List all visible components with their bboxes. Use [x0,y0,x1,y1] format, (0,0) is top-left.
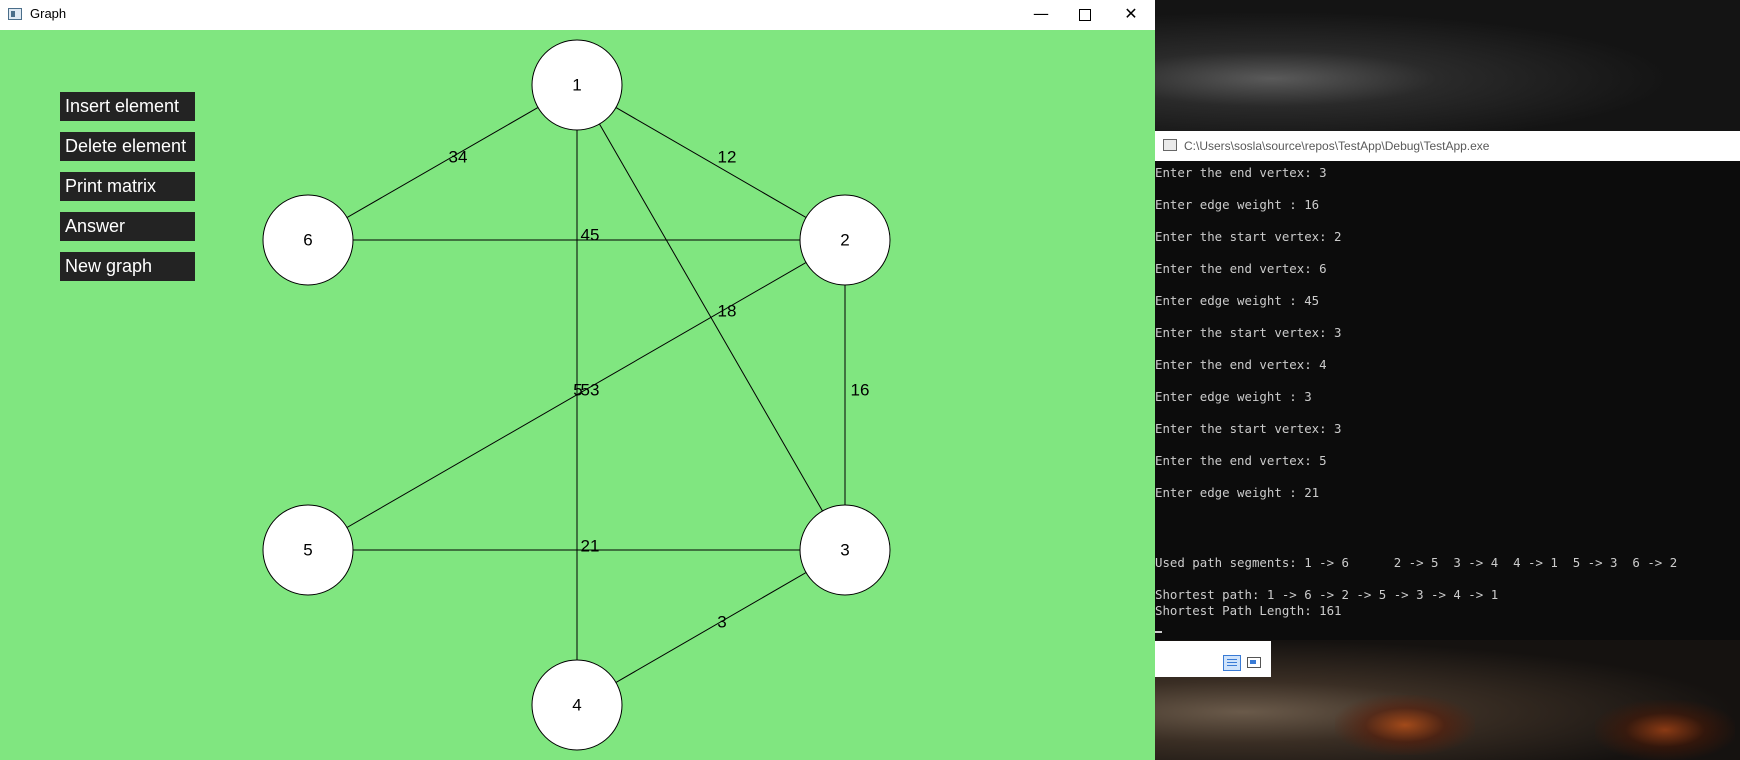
console-titlebar[interactable]: C:\Users\sosla\source\repos\TestApp\Debu… [1155,131,1740,161]
window-title: Graph [30,6,67,21]
edge-weight-label: 53 [581,380,600,399]
text-cursor [1155,631,1162,633]
node-label: 2 [840,230,849,249]
node-label: 3 [840,540,849,559]
edge-weight-label: 5 [573,380,582,399]
delete-element-button[interactable]: Delete element [60,132,195,161]
console-line: Shortest Path Length: 161 [1155,603,1342,618]
graph-node-5[interactable] [262,504,354,596]
desktop-wallpaper-top [1155,0,1740,131]
edge-1-2 [576,84,846,241]
details-view-icon[interactable] [1223,655,1241,671]
graph-node-4[interactable] [531,659,623,751]
edge-2-5 [307,239,846,551]
minimize-button[interactable]: — [1033,4,1049,23]
edge-weight-label: 18 [718,301,737,320]
console-line: Enter the start vertex: 3 [1155,325,1342,340]
console-line: Used path segments: 1 -> 6 2 -> 5 3 -> 4… [1155,555,1678,570]
console-window: C:\Users\sosla\source\repos\TestApp\Debu… [1155,131,1740,640]
console-line: Enter edge weight : 3 [1155,389,1312,404]
graph-node-6[interactable] [262,194,354,286]
graph-node-2[interactable] [799,194,891,286]
edge-weight-label: 16 [851,380,870,399]
print-matrix-button[interactable]: Print matrix [60,172,195,201]
insert-element-button[interactable]: Insert element [60,92,195,121]
edge-1-6 [307,84,578,241]
console-line: Shortest path: 1 -> 6 -> 2 -> 5 -> 3 -> … [1155,587,1499,602]
graph-node-1[interactable] [531,39,623,131]
taskbar-preview [1155,641,1271,677]
edge-weight-label: 3 [717,612,726,631]
answer-button[interactable]: Answer [60,212,195,241]
console-line: Enter edge weight : 21 [1155,485,1320,500]
console-line: Enter the start vertex: 2 [1155,229,1342,244]
close-button[interactable]: ✕ [1124,4,1138,23]
edge-weight-label: 21 [581,536,600,555]
node-label: 5 [303,540,312,559]
maximize-button[interactable] [1062,0,1108,30]
console-title: C:\Users\sosla\source\repos\TestApp\Debu… [1184,139,1490,153]
graph-window: Graph — ✕ Insert element Delete element … [0,0,1155,760]
maximize-icon [1079,9,1091,21]
graph-canvas: Insert element Delete element Print matr… [0,30,1155,760]
console-icon [1163,139,1177,151]
wallpaper-glow [1335,695,1475,755]
new-graph-button[interactable]: New graph [60,252,195,281]
app-icon [8,8,22,20]
console-line: Enter the end vertex: 6 [1155,261,1327,276]
graph-titlebar[interactable]: Graph — ✕ [0,0,1155,30]
wallpaper-glow [1595,700,1735,760]
console-line: Enter the end vertex: 4 [1155,357,1327,372]
console-line: Enter edge weight : 16 [1155,197,1320,212]
preview-view-icon[interactable] [1247,657,1261,668]
console-line: Enter the start vertex: 3 [1155,421,1342,436]
edge-weight-label: 45 [581,225,600,244]
edge-3-4 [576,549,846,706]
console-line: Enter edge weight : 45 [1155,293,1320,308]
node-label: 6 [303,230,312,249]
console-line: Enter the end vertex: 3 [1155,165,1327,180]
graph-node-3[interactable] [799,504,891,596]
edge-weight-label: 34 [449,147,468,166]
console-output[interactable]: Enter the end vertex: 3 Enter edge weight… [1155,161,1740,640]
edge-weight-label: 12 [718,147,737,166]
node-label: 4 [572,695,581,714]
node-label: 1 [572,75,581,94]
console-line: Enter the end vertex: 5 [1155,453,1327,468]
